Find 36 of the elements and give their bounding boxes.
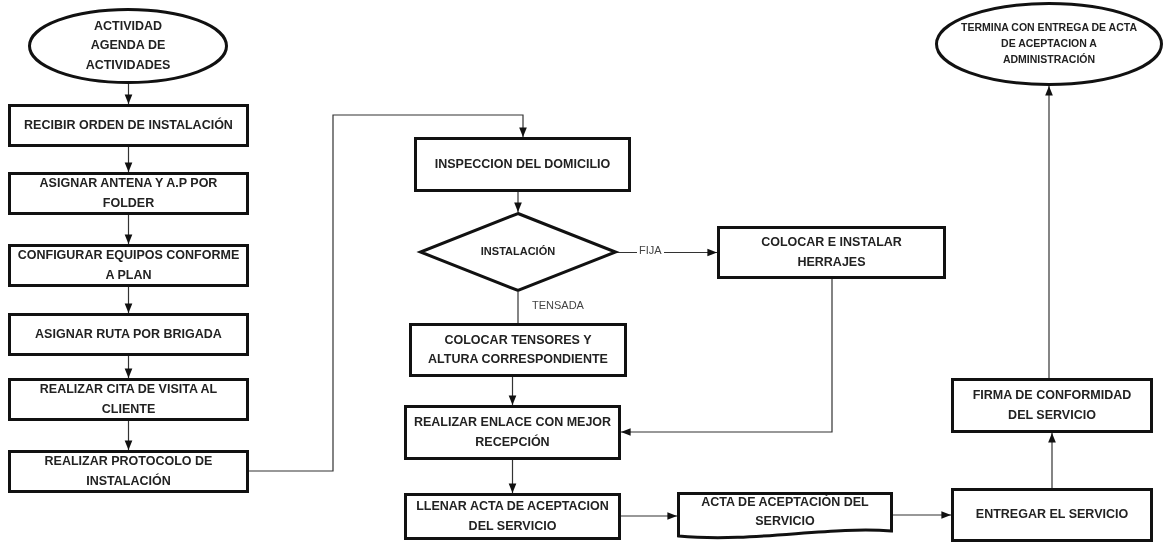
node-text: FIRMA DE CONFORMIDAD DEL SERVICIO <box>971 387 1133 424</box>
edge-label: FIJA <box>637 244 664 256</box>
process-box <box>8 450 249 493</box>
node-text: CONFIGURAR EQUIPOS CONFORME A PLAN <box>16 247 241 284</box>
process-box <box>951 378 1153 433</box>
node-text: ACTIVIDAD AGENDA DE ACTIVIDADES <box>84 17 172 74</box>
node-text: REALIZAR CITA DE VISITA AL CLIENTE <box>38 381 219 418</box>
node-text: COLOCAR E INSTALAR HERRAJES <box>760 234 903 271</box>
decision-diamond <box>419 212 617 292</box>
process-box <box>404 405 621 460</box>
process-box <box>8 244 249 287</box>
node-text: REALIZAR PROTOCOLO DE INSTALACIÓN <box>43 453 214 490</box>
node-text: ACTA DE ACEPTACIÓN DEL SERVICIO <box>700 493 870 530</box>
process-box <box>8 104 249 147</box>
node-text: ENTREGAR EL SERVICIO <box>974 506 1130 524</box>
process-box <box>8 313 249 356</box>
terminal-ellipse <box>28 8 228 84</box>
node-text: INSPECCION DEL DOMICILIO <box>433 155 612 173</box>
process-box <box>404 493 621 540</box>
node-text: COLOCAR TENSORES Y ALTURA CORRESPONDIENTE <box>427 331 609 368</box>
edge-label: TENSADA <box>530 299 586 311</box>
process-box <box>717 226 946 279</box>
node-text: RECIBIR ORDEN DE INSTALACIÓN <box>23 116 234 134</box>
node-text: TERMINA CON ENTREGA DE ACTA DE ACEPTACION A ADMINISTRACIÓN <box>960 20 1138 67</box>
node-text: ASIGNAR ANTENA Y A.P POR FOLDER <box>38 175 219 212</box>
node-text: REALIZAR ENLACE CON MEJOR RECEPCIÓN <box>412 414 613 451</box>
process-box <box>414 137 631 192</box>
process-box <box>951 488 1153 542</box>
node-text: INSTALACIÓN <box>480 244 556 260</box>
process-box <box>8 378 249 421</box>
node-text: LLENAR ACTA DE ACEPTACION DEL SERVICIO <box>415 498 610 535</box>
process-box <box>409 323 627 377</box>
node-text: ASIGNAR RUTA POR BRIGADA <box>34 325 223 343</box>
document-shape <box>677 492 893 540</box>
process-box <box>8 172 249 215</box>
terminal-ellipse <box>935 2 1163 86</box>
